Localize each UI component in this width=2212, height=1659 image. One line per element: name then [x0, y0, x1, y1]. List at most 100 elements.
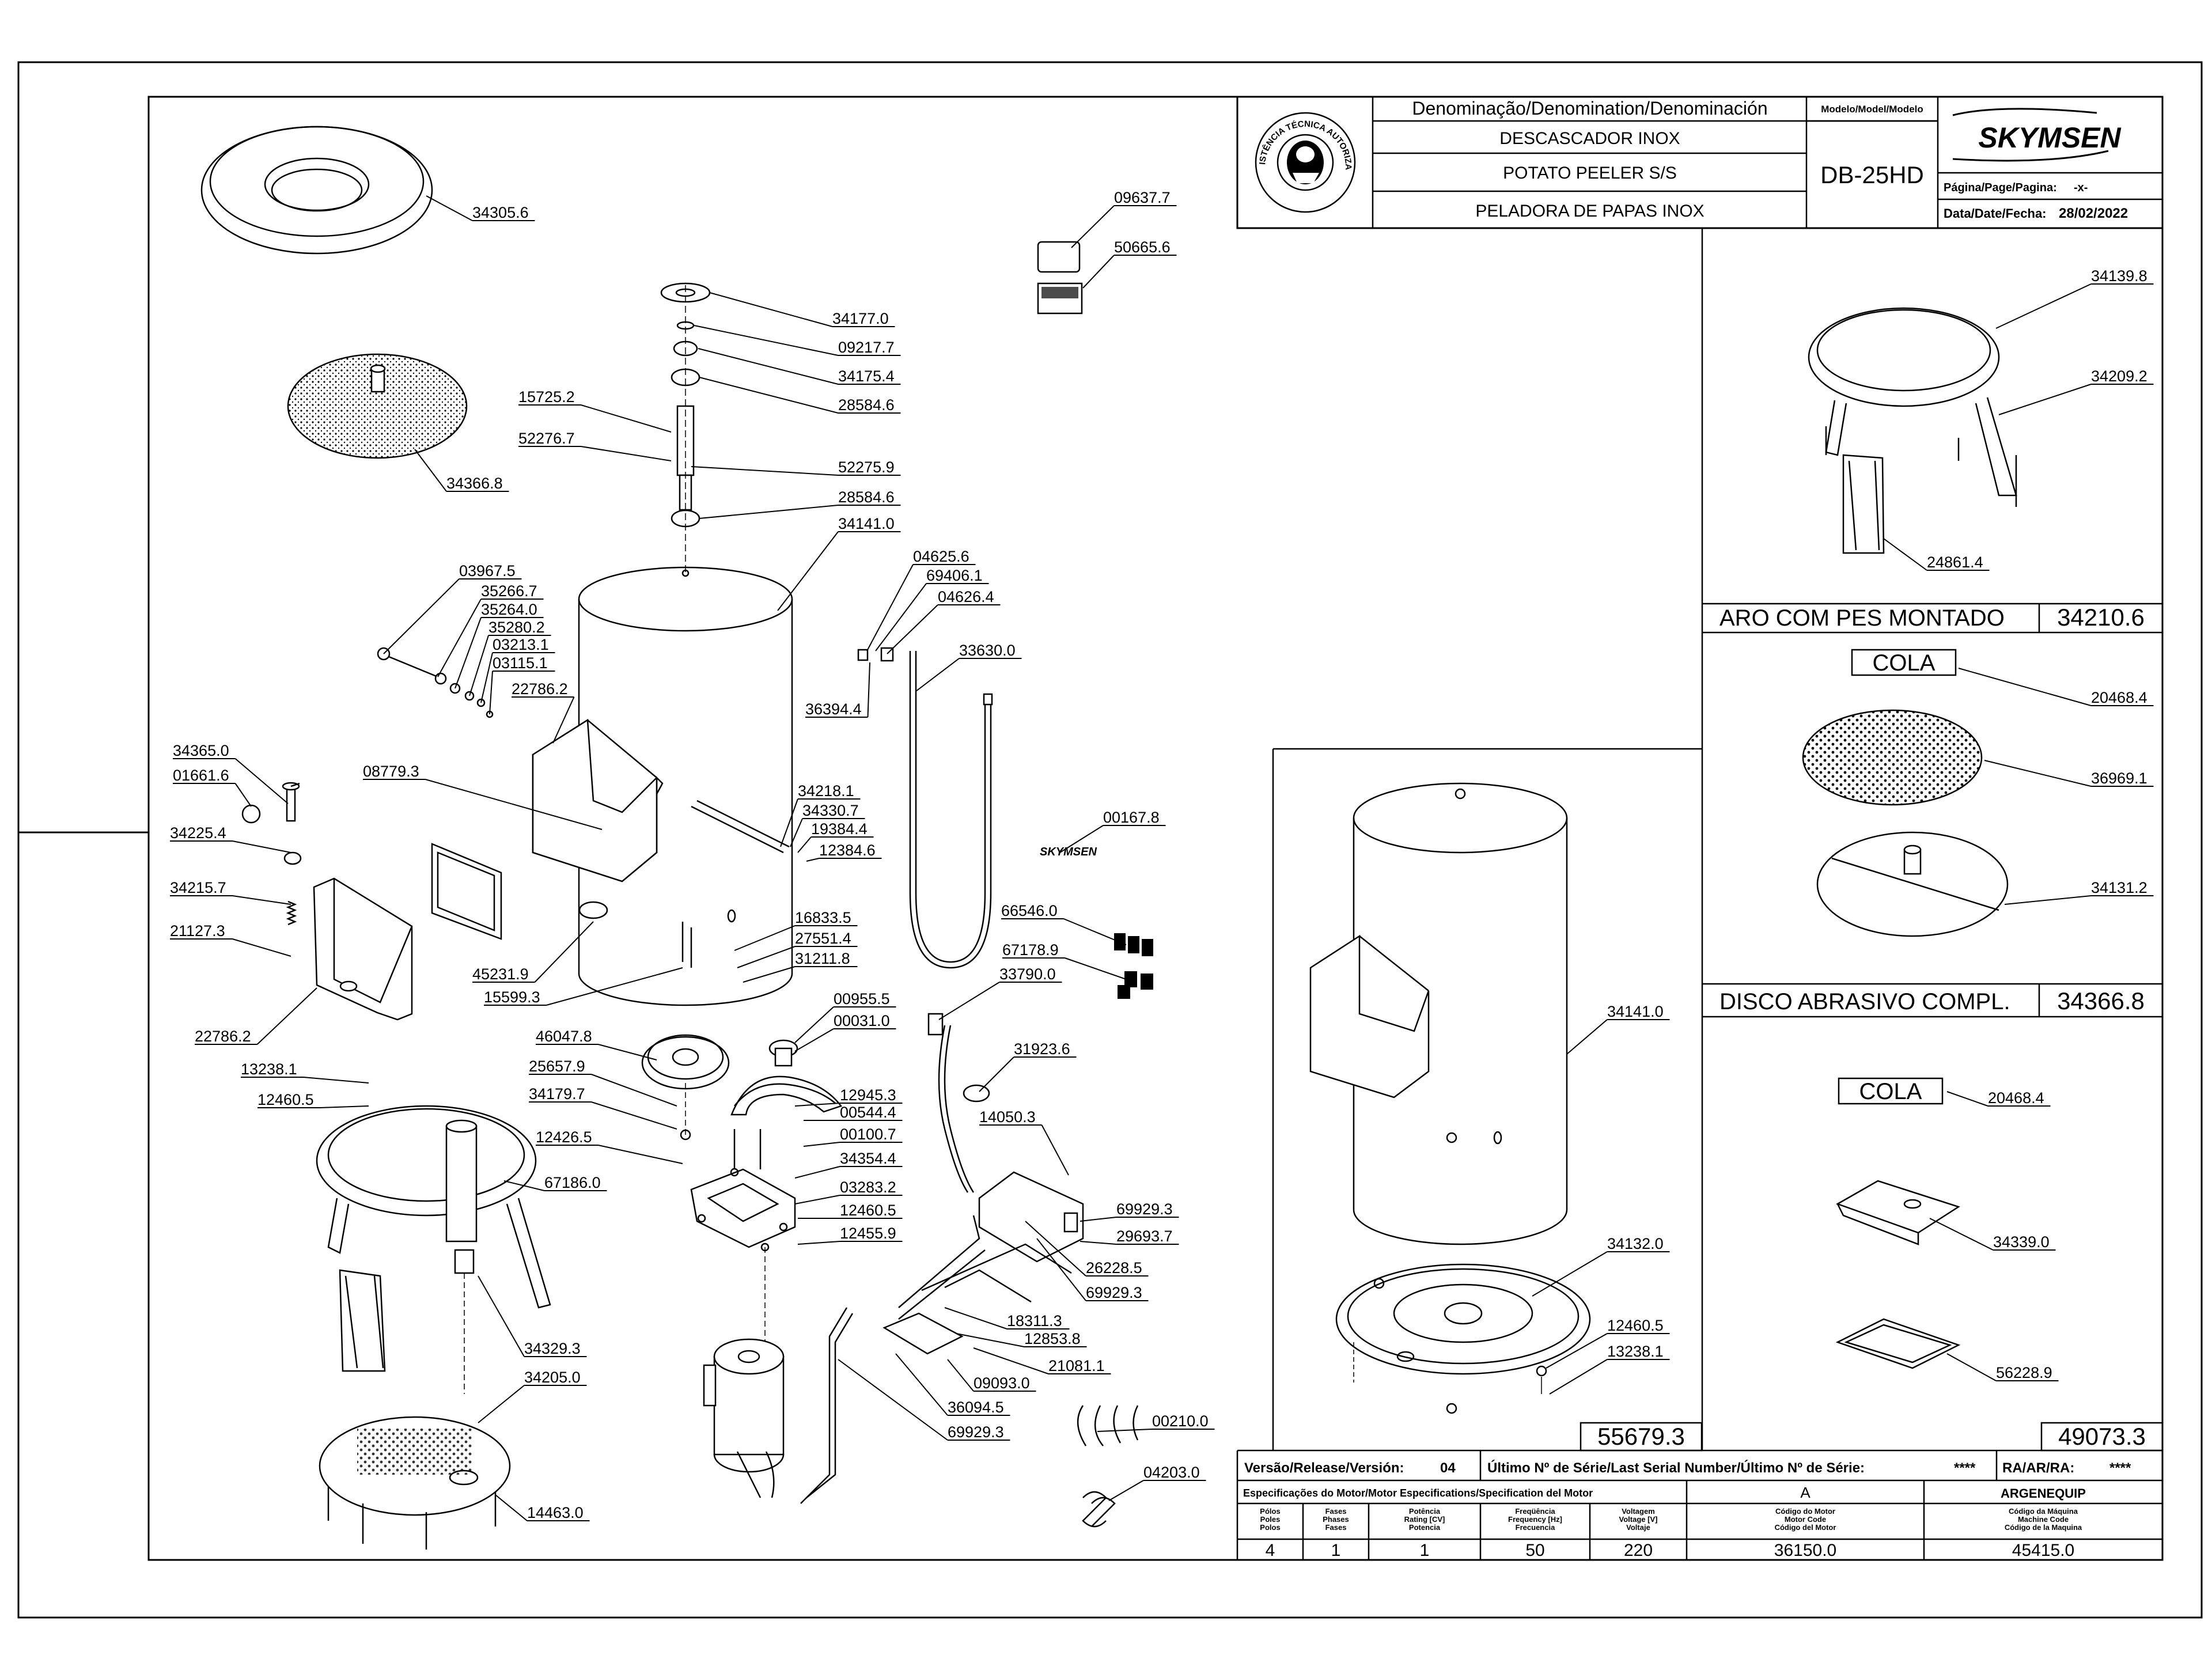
- part-leader-line: [1059, 825, 1104, 853]
- part-leader-line: [956, 1333, 1025, 1347]
- part-label: 03213.1: [493, 636, 549, 653]
- part-label: 34131.2: [2091, 879, 2147, 896]
- part-label: 46047.8: [536, 1028, 592, 1045]
- part-label: 52276.7: [518, 430, 575, 447]
- part-leader-line: [938, 982, 1000, 1020]
- part-label: 00031.0: [834, 1012, 890, 1029]
- motor-spec-label: Especificações do Motor/Motor Especifica…: [1243, 1487, 1593, 1499]
- part-label: 28584.6: [838, 488, 895, 506]
- part-label: 28584.6: [838, 396, 895, 414]
- part-label: 13238.1: [1607, 1343, 1664, 1360]
- part-label: 36394.4: [805, 700, 862, 718]
- part-leader-line: [780, 798, 798, 847]
- motor-spec-head-2-0: Potência: [1409, 1507, 1441, 1516]
- motor-spec-head-2-1: Rating [CV]: [1404, 1515, 1445, 1524]
- part-leader-line: [743, 966, 796, 983]
- part-label: 04203.0: [1143, 1464, 1200, 1481]
- abrasive-disc-detail: [1802, 709, 2009, 937]
- part-label: 34205.0: [524, 1369, 581, 1386]
- part-leader-line: [777, 531, 839, 611]
- motor-spec-head-1-2: Fases: [1325, 1523, 1347, 1532]
- version-value: 04: [1440, 1460, 1456, 1476]
- part-leader-line: [887, 604, 938, 654]
- part-label: 56228.9: [1996, 1364, 2052, 1381]
- connectors-part: [1114, 933, 1153, 999]
- motor-spec-head-0-1: Poles: [1260, 1515, 1281, 1524]
- part-label: 67186.0: [544, 1174, 601, 1191]
- part-leader-line: [699, 377, 839, 414]
- base-ring-part: [316, 1105, 551, 1394]
- part-leader-line: [790, 818, 803, 847]
- part-label: 34175.4: [838, 368, 895, 385]
- part-label: 15599.3: [484, 988, 540, 1006]
- small-brand-logo: SKYMSEN: [1040, 846, 1097, 858]
- part-leader-line: [1080, 1217, 1117, 1222]
- part-leader-line: [1946, 1091, 1988, 1107]
- part-label: 12460.5: [257, 1091, 314, 1108]
- part-label: 04626.4: [938, 588, 994, 605]
- part-leader-line: [425, 779, 603, 830]
- part-leader-line: [469, 635, 489, 696]
- version-label: Versão/Release/Versión:: [1244, 1460, 1404, 1476]
- date-value: 28/02/2022: [2059, 206, 2128, 221]
- part-label: 34339.0: [1993, 1233, 2050, 1251]
- cable-part: [857, 647, 993, 969]
- part-leader-line: [1958, 668, 2092, 706]
- ring-with-feet-detail: [1808, 307, 2017, 554]
- cola-label-0: COLA: [1873, 650, 1936, 676]
- part-label: 35266.7: [481, 582, 537, 600]
- page-label: Página/Page/Pagina:: [1944, 181, 2057, 194]
- part-label: 34132.0: [1607, 1235, 1664, 1252]
- part-label: 20468.4: [1988, 1089, 2044, 1107]
- part-leader-line: [234, 783, 252, 807]
- subassembly-code-1: 34366.8: [2057, 987, 2145, 1014]
- part-label: 34365.0: [173, 742, 229, 759]
- part-label: 36969.1: [2091, 770, 2147, 787]
- abrasive-disc-part: [287, 353, 468, 459]
- part-label: 24861.4: [1927, 554, 1983, 571]
- motor-spec-head-6-2: Código de la Maquina: [2005, 1523, 2082, 1532]
- part-label: 15725.2: [518, 388, 575, 406]
- denomination-header: Denominação/Denomination/Denominación: [1412, 98, 1767, 119]
- motor-spec-head-6-0: Código da Máquina: [2009, 1507, 2078, 1516]
- part-leader-line: [503, 1180, 545, 1191]
- part-label: 34141.0: [1607, 1003, 1664, 1020]
- part-label: 69929.3: [1086, 1284, 1142, 1301]
- part-label: 69406.1: [926, 567, 983, 584]
- part-label: 12853.8: [1024, 1330, 1081, 1347]
- part-leader-line: [794, 1006, 834, 1043]
- part-label: 67178.9: [1002, 941, 1059, 959]
- part-number-callouts: 34305.609637.750665.634177.009217.734175…: [170, 189, 2154, 1521]
- model-header: Modelo/Model/Modelo: [1821, 104, 1923, 115]
- part-leader-line: [734, 925, 796, 951]
- part-label: 45231.9: [472, 965, 529, 983]
- part-leader-line: [1080, 1241, 1117, 1245]
- brand-logo: SKYMSEN: [1952, 108, 2122, 162]
- part-leader-line: [947, 1359, 974, 1392]
- part-leader-line: [234, 758, 289, 804]
- ra-label: RA/AR/RA:: [2002, 1460, 2074, 1476]
- motor-spec-head-0-0: Pólos: [1260, 1507, 1280, 1516]
- part-leader-line: [1929, 1218, 1994, 1251]
- motor-brand-code: A: [1800, 1484, 1810, 1501]
- part-leader-line: [973, 1347, 1049, 1374]
- subassembly-code-0: 34210.6: [2057, 604, 2145, 631]
- motor-spec-value-2: 1: [1420, 1541, 1430, 1560]
- part-leader-line: [803, 1142, 840, 1147]
- part-leader-line: [794, 1166, 840, 1179]
- part-label: 34209.2: [2091, 368, 2147, 385]
- part-label: 34139.8: [2091, 267, 2147, 285]
- part-label: 34179.7: [529, 1085, 585, 1103]
- part-leader-line: [232, 895, 291, 905]
- part-label: 34215.7: [170, 879, 226, 896]
- page-value: -x-: [2074, 181, 2088, 194]
- part-label: 27551.4: [795, 930, 851, 947]
- part-label: 13238.1: [241, 1060, 297, 1078]
- part-label: 34177.0: [832, 310, 889, 327]
- part-label: 08779.3: [363, 763, 419, 780]
- part-label: 33630.0: [959, 642, 1016, 659]
- part-leader-line: [232, 938, 291, 957]
- seal-text: ASSISTÊNCIA TÉCNICA AUTORIZADA: [0, 0, 1353, 170]
- motor-spec-head-5-0: Código do Motor: [1775, 1507, 1835, 1516]
- pulley-part: [641, 1034, 730, 1141]
